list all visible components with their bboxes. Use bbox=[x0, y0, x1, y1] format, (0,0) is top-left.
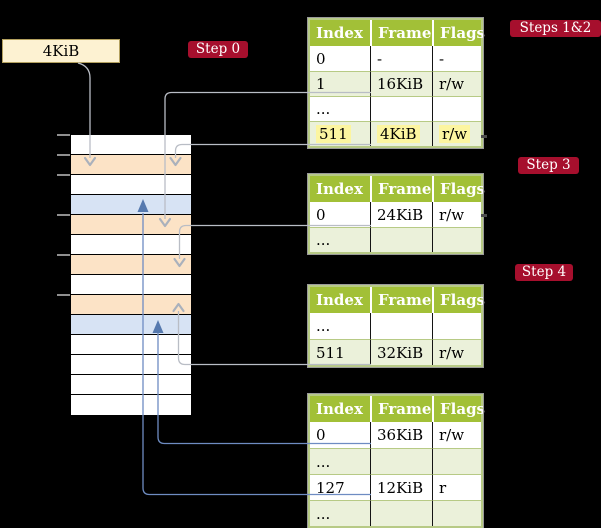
table-row: ... bbox=[310, 96, 481, 121]
table-cell: ... bbox=[310, 227, 370, 252]
header-cell-flags: Flags bbox=[432, 176, 485, 202]
table-cell: 12KiB bbox=[370, 474, 432, 500]
memory-row-8-white bbox=[71, 275, 191, 295]
table-cell bbox=[370, 227, 432, 252]
table-cell: r bbox=[432, 474, 481, 500]
tick-mark bbox=[57, 154, 70, 156]
tick-mark bbox=[57, 254, 70, 256]
table-row: ... bbox=[310, 313, 481, 339]
memory-row-11-white bbox=[71, 335, 191, 355]
table-row: ... bbox=[310, 448, 481, 474]
header-cell-index: Index bbox=[310, 176, 370, 202]
highlighted-value: 4KiB bbox=[377, 125, 420, 143]
memory-row-3-white bbox=[71, 175, 191, 195]
memory-row-2-peach bbox=[71, 155, 191, 175]
table-row: ... bbox=[310, 227, 481, 252]
table-cell: r/w bbox=[432, 121, 481, 146]
table-cell: 511 bbox=[310, 339, 370, 365]
header-cell-frame: Frame bbox=[370, 287, 432, 313]
table-cell bbox=[370, 313, 432, 339]
tick-mark bbox=[57, 134, 70, 136]
memory-row-6-white bbox=[71, 235, 191, 255]
table-cell bbox=[432, 500, 481, 526]
header-cell-index: Index bbox=[310, 20, 370, 46]
table-cell: ... bbox=[310, 96, 370, 121]
table-cell bbox=[432, 96, 481, 121]
header-cell-flags: Flags bbox=[432, 287, 485, 313]
memory-row-7-peach bbox=[71, 255, 191, 275]
table-cell: 32KiB bbox=[370, 339, 432, 365]
badge-step-3: Step 3 bbox=[518, 157, 579, 174]
memory-row-1-white bbox=[71, 135, 191, 155]
table-cell: r/w bbox=[432, 71, 481, 96]
table-cell: 24KiB bbox=[370, 202, 432, 227]
header-cell-flags: Flags bbox=[432, 20, 485, 46]
badge-step-0: Step 0 bbox=[188, 41, 248, 58]
table-cell bbox=[432, 448, 481, 474]
table-cell: 0 bbox=[310, 202, 370, 227]
table-cell: 127 bbox=[310, 474, 370, 500]
table-cell: 16KiB bbox=[370, 71, 432, 96]
memory-row-13-white bbox=[71, 375, 191, 395]
highlighted-value: 511 bbox=[316, 125, 351, 143]
memory-row-12-white bbox=[71, 355, 191, 375]
memory-row-5-peach bbox=[71, 215, 191, 235]
table-cell: ... bbox=[310, 448, 370, 474]
table-cell: - bbox=[370, 46, 432, 71]
table-cell bbox=[370, 500, 432, 526]
table-cell: 4KiB bbox=[370, 121, 432, 146]
header-cell-index: Index bbox=[310, 396, 370, 422]
table-cell: - bbox=[432, 46, 481, 71]
tick-mark bbox=[57, 174, 70, 176]
table-cell: 0 bbox=[310, 46, 370, 71]
table-row: 0-- bbox=[310, 46, 481, 71]
memory-row-4-blue bbox=[71, 195, 191, 215]
size-label: 4KiB bbox=[42, 42, 80, 60]
header-cell-frame: Frame bbox=[370, 176, 432, 202]
header-cell-flags: Flags bbox=[432, 396, 485, 422]
memory-row-9-peach bbox=[71, 295, 191, 315]
table-row: 511 4KiB r/w bbox=[310, 121, 481, 146]
table-cell: r/w bbox=[432, 339, 481, 365]
header-cell-frame: Frame bbox=[370, 396, 432, 422]
memory-row-14-white bbox=[71, 395, 191, 415]
tick-mark bbox=[57, 214, 70, 216]
physical-memory-strip bbox=[70, 134, 192, 416]
table-cell bbox=[432, 227, 481, 252]
table-cell bbox=[432, 313, 481, 339]
table-cell bbox=[370, 96, 432, 121]
table-cell: r/w bbox=[432, 202, 481, 227]
header-cell-index: Index bbox=[310, 287, 370, 313]
header-cell-frame: Frame bbox=[370, 20, 432, 46]
table-cell: ... bbox=[310, 313, 370, 339]
table-cell: ... bbox=[310, 500, 370, 526]
badge-steps-1-2: Steps 1&2 bbox=[510, 20, 601, 37]
table-row: ... bbox=[310, 500, 481, 526]
table-cell: 1 bbox=[310, 71, 370, 96]
table-cell bbox=[370, 448, 432, 474]
table-cell: r/w bbox=[432, 422, 481, 448]
highlighted-value: r/w bbox=[439, 125, 471, 143]
table-cell: 36KiB bbox=[370, 422, 432, 448]
table-cell: 0 bbox=[310, 422, 370, 448]
tick-mark bbox=[57, 294, 70, 296]
size-label-box: 4KiB bbox=[2, 39, 120, 63]
memory-row-10-blue bbox=[71, 315, 191, 335]
table-cell: 511 bbox=[310, 121, 370, 146]
badge-step-4: Step 4 bbox=[515, 264, 573, 281]
